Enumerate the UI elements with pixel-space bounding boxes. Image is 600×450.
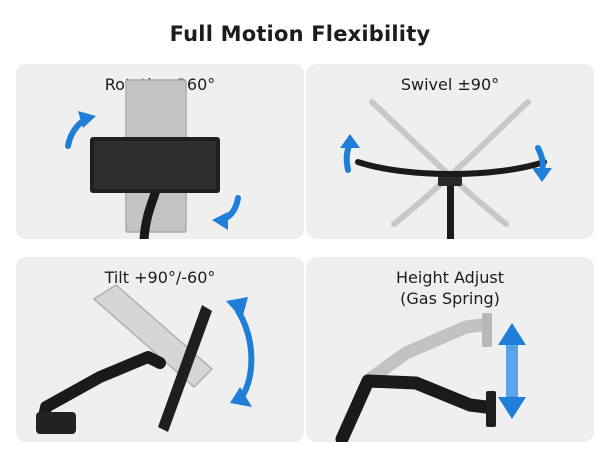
tilted-monitor (158, 305, 212, 432)
arm-clamp (36, 412, 76, 434)
height-illustration (335, 313, 526, 442)
raised-ghost-arm (363, 318, 489, 386)
rotation-illustration (65, 79, 241, 239)
tilt-illustration (36, 284, 255, 434)
monitor-stand (139, 185, 161, 239)
swivel-stand (447, 179, 454, 239)
curved-monitor (355, 159, 547, 177)
vesa-mount (486, 391, 496, 427)
swivel-right-arrow-icon (532, 145, 552, 182)
rotate-right-arrow-icon (212, 195, 241, 230)
swivel-left-arrow-icon (340, 134, 360, 173)
swivel-ghost-monitor-right (391, 99, 531, 227)
monitor-arm-lowered (335, 374, 493, 442)
height-label-line2: (Gas Spring) (400, 289, 500, 308)
rotation-panel: Rotation 360° (16, 64, 304, 239)
tilt-panel: Tilt +90°/-60° (16, 257, 304, 442)
swivel-ghost-monitor-left (369, 99, 509, 227)
swivel-label: Swivel ±90° (400, 75, 500, 94)
height-panel: Height Adjust (Gas Spring) (306, 257, 594, 442)
height-arrow-icon (498, 323, 526, 419)
page-title: Full Motion Flexibility (169, 22, 431, 46)
swivel-panel: Swivel ±90° (306, 64, 594, 239)
height-label-line1: Height Adjust (396, 268, 504, 287)
tilt-arrow-icon (226, 297, 255, 407)
rotate-left-arrow-icon (65, 111, 96, 149)
height-label: Height Adjust (Gas Spring) (306, 267, 594, 309)
swivel-illustration (340, 99, 552, 239)
tilt-label: Tilt +90°/-60° (104, 268, 216, 287)
